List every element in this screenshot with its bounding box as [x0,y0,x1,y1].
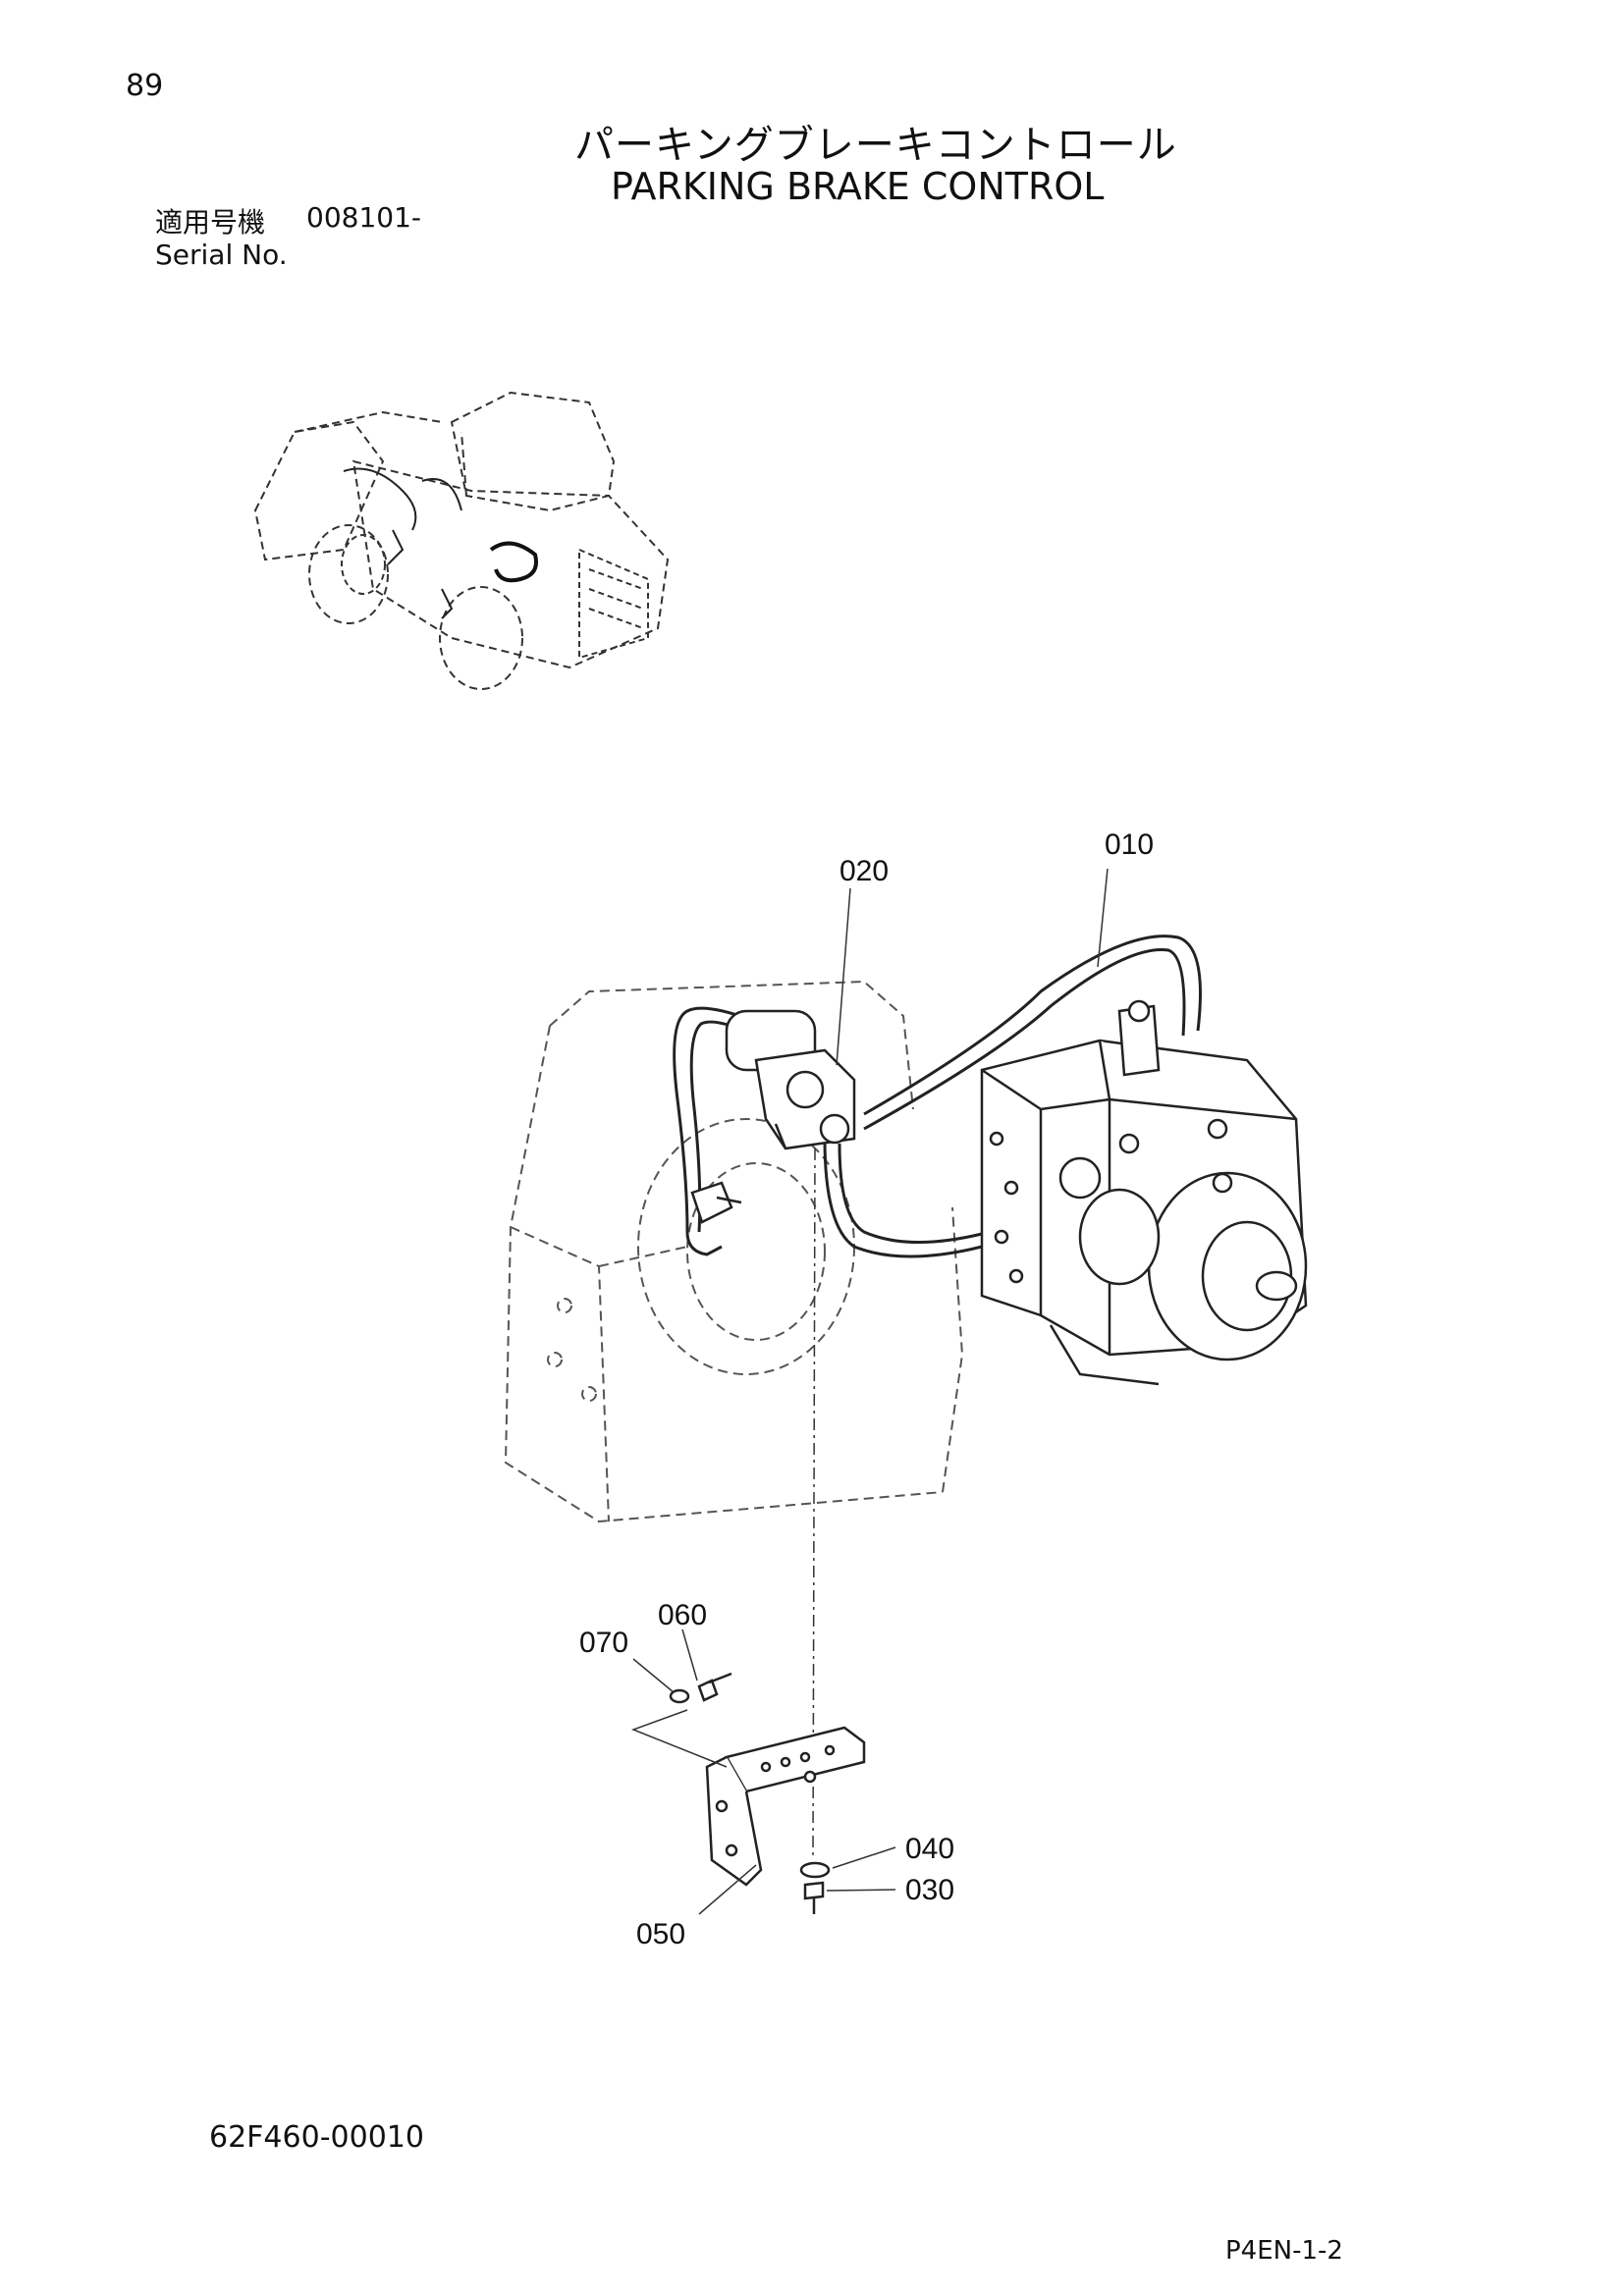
bolt-060 [697,1672,732,1702]
bolt-030 [803,1881,825,1914]
leader-lines [632,868,1109,1915]
bracket-050 [705,1726,866,1887]
callout-070: 070 [579,1627,628,1659]
page-code: P4EN-1-2 [1225,2236,1343,2266]
callout-030: 030 [905,1874,954,1906]
title-japanese: パーキングブレーキコントロール [574,123,1177,168]
callout-040: 040 [905,1833,954,1865]
hose-lower [823,1138,983,1258]
serial-value: 008101- [306,201,421,234]
bracket-mount-line [630,1709,728,1768]
serial-label-japanese: 適用号機 [155,206,266,239]
hydraulic-pump [980,999,1308,1386]
washer-070 [669,1688,690,1704]
document-code: 62F460-00010 [209,2120,424,2155]
callout-060: 060 [658,1599,707,1631]
callout-050: 050 [636,1918,685,1950]
washer-040 [799,1861,831,1879]
brake-valve-020 [725,1009,856,1150]
loader-overview-illustration [253,391,670,690]
title-english: PARKING BRAKE CONTROL [611,165,1105,208]
page-number: 89 [126,69,164,103]
callout-010: 010 [1105,828,1154,861]
elbow-fitting [690,1181,742,1224]
callout-020: 020 [839,855,889,887]
hose-upper-left [673,1006,767,1256]
serial-label-english: Serial No. [155,239,288,271]
hose-010 [863,934,1202,1131]
